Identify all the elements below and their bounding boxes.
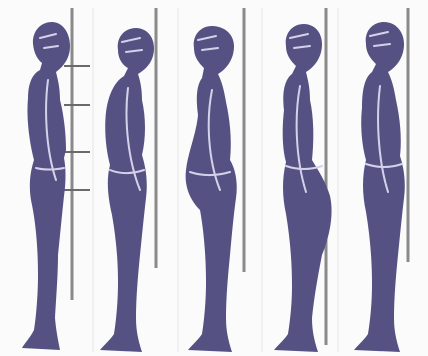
body-silhouette (22, 22, 70, 350)
figure-3 (186, 8, 244, 352)
body-silhouette (354, 22, 405, 352)
body-silhouette (186, 26, 237, 352)
body-silhouette (274, 24, 332, 352)
figure-4 (274, 8, 332, 352)
body-silhouette (100, 28, 154, 352)
figure-5 (354, 8, 408, 352)
figure-1 (22, 8, 90, 350)
figure-2 (100, 8, 156, 352)
